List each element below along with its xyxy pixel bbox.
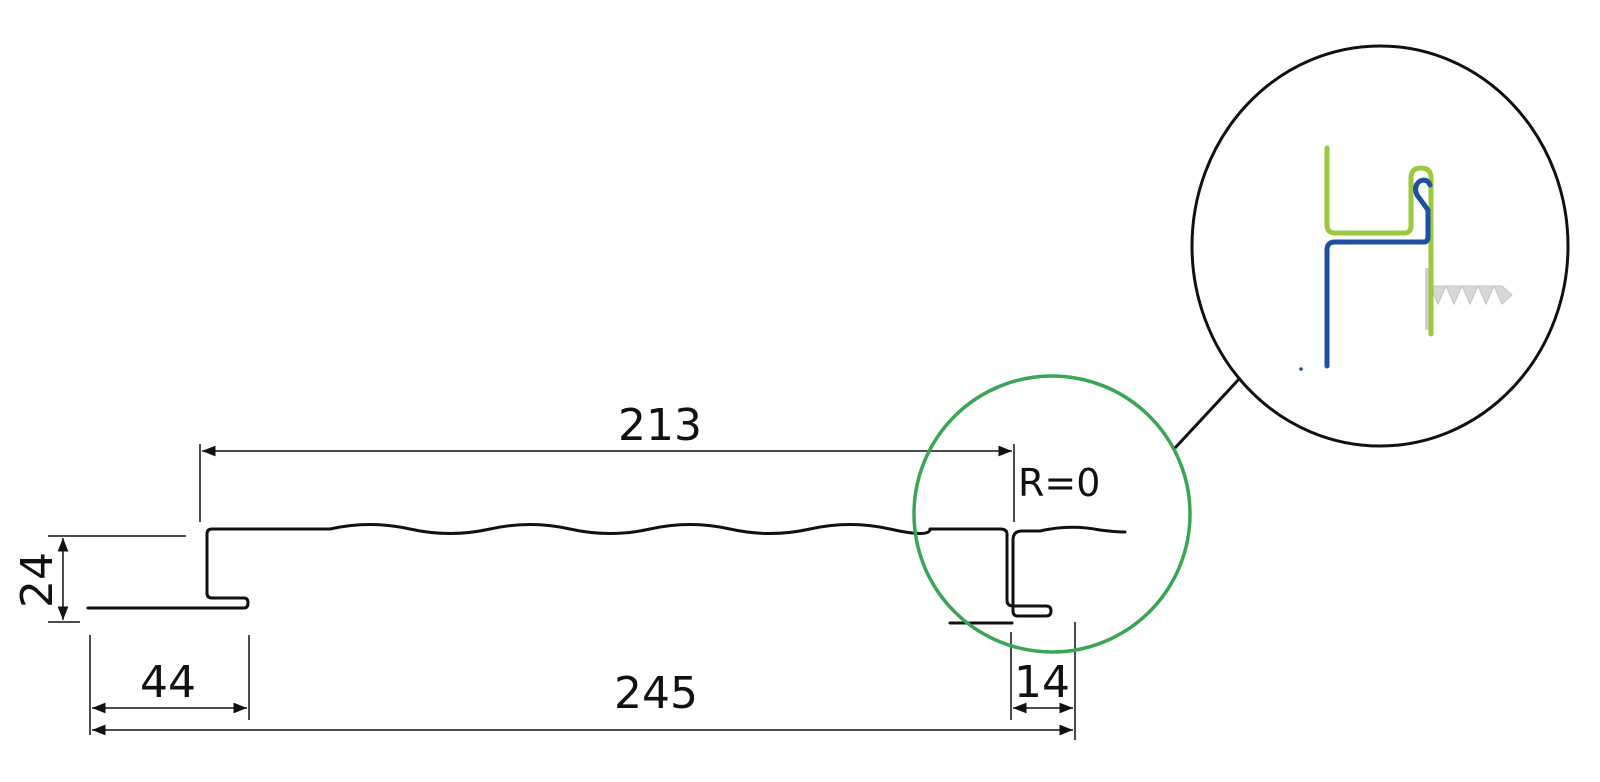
dimension-left-flange: 44 <box>89 635 250 735</box>
dimension-radius-label: R=0 <box>1018 461 1100 505</box>
detail-connector-line <box>1173 376 1242 450</box>
dimension-total-width-label: 245 <box>614 668 698 719</box>
dimension-height: 24 <box>12 535 186 623</box>
lock-detail-view <box>1190 44 1570 448</box>
dimension-left-flange-label: 44 <box>140 657 196 708</box>
panel-profile <box>86 523 1127 625</box>
dimension-lock-width: 14 <box>1010 622 1076 740</box>
detail-circle <box>1190 44 1570 448</box>
dimension-top-width: 213 <box>199 400 1015 522</box>
next-panel-surface <box>1038 525 1127 534</box>
dimension-total-width: 245 <box>92 668 1073 736</box>
fastener-screw-icon <box>1425 268 1513 330</box>
lock-highlight-circle <box>912 374 1192 654</box>
dimension-top-width-label: 213 <box>618 400 702 451</box>
panel-left-lock <box>198 527 332 610</box>
panel-right-lock <box>998 527 1053 618</box>
detail-outer-sheet <box>1324 145 1434 337</box>
panel-wavy-surface <box>328 523 1002 535</box>
detail-inner-sheet <box>1324 177 1433 369</box>
dimension-height-label: 24 <box>12 552 63 608</box>
dimension-lock-width-label: 14 <box>1014 657 1070 708</box>
detail-inner-sheet-end <box>1299 367 1303 371</box>
